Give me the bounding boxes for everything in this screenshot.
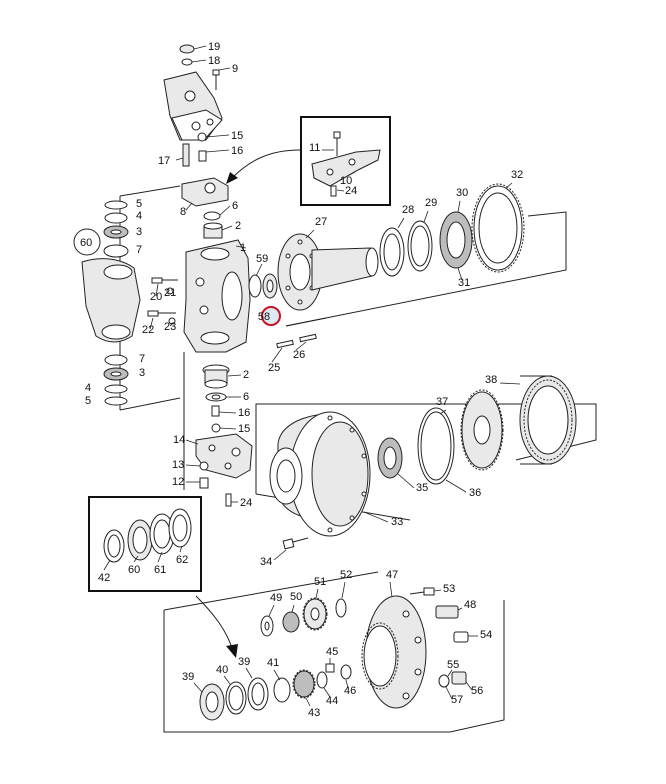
callout-label-7a: 7 bbox=[136, 244, 142, 256]
callout-label-32: 32 bbox=[511, 169, 523, 181]
callout-label-30: 30 bbox=[456, 187, 468, 199]
spindle-assembly bbox=[277, 182, 567, 327]
callout-label-6a: 6 bbox=[232, 200, 238, 212]
callout-label-47: 47 bbox=[386, 569, 398, 581]
callout-label-18: 18 bbox=[208, 55, 220, 67]
callout-label-53: 53 bbox=[443, 583, 455, 595]
callout-label-34: 34 bbox=[260, 556, 272, 568]
callout-label-13: 13 bbox=[172, 459, 184, 471]
callout-label-11: 11 bbox=[309, 142, 320, 154]
inset-seal-box bbox=[88, 496, 202, 592]
callout-label-9: 9 bbox=[232, 63, 238, 75]
callout-label-60: 60 bbox=[80, 237, 92, 249]
callout-label-41: 41 bbox=[267, 657, 279, 669]
callout-label-24b: 24 bbox=[240, 497, 252, 509]
callout-label-35: 35 bbox=[416, 482, 428, 494]
callout-label-44: 44 bbox=[326, 695, 338, 707]
callout-label-39a: 39 bbox=[182, 671, 194, 683]
callout-label-45: 45 bbox=[326, 646, 338, 658]
callout-label-16a: 16 bbox=[231, 145, 243, 157]
callout-label-55: 55 bbox=[447, 659, 459, 671]
callout-label-48: 48 bbox=[464, 599, 476, 611]
callout-label-4a: 4 bbox=[136, 210, 142, 222]
callout-label-20: 20 bbox=[150, 291, 162, 303]
callout-label-33: 33 bbox=[391, 516, 403, 528]
callout-label-61: 61 bbox=[154, 564, 166, 576]
callout-label-19: 19 bbox=[208, 41, 220, 53]
inset-arrowhead bbox=[226, 172, 238, 184]
upper-bracket-assembly bbox=[163, 44, 233, 239]
callout-label-3a: 3 bbox=[136, 226, 142, 238]
callout-label-22: 22 bbox=[142, 324, 154, 336]
callout-label-60b: 60 bbox=[128, 564, 140, 576]
callout-label-31: 31 bbox=[458, 277, 470, 289]
callout-label-49: 49 bbox=[270, 592, 282, 604]
callout-label-6b: 6 bbox=[243, 391, 249, 403]
seals-58-59 bbox=[248, 263, 281, 326]
callout-label-59: 59 bbox=[256, 253, 268, 265]
callout-label-62: 62 bbox=[176, 554, 188, 566]
callout-label-15b: 15 bbox=[238, 423, 250, 435]
planetary-assembly bbox=[163, 571, 505, 733]
callout-label-46: 46 bbox=[344, 685, 356, 697]
lower-knuckle-parts bbox=[183, 352, 253, 507]
callout-label-29: 29 bbox=[425, 197, 437, 209]
callout-label-37: 37 bbox=[436, 396, 448, 408]
callout-label-16b: 16 bbox=[238, 407, 250, 419]
callout-label-7b: 7 bbox=[139, 353, 145, 365]
callout-label-5a: 5 bbox=[136, 198, 142, 210]
callout-label-26: 26 bbox=[293, 349, 305, 361]
axle-housing bbox=[73, 228, 141, 343]
lower-inset-arrowhead bbox=[226, 644, 238, 658]
callout-label-43: 43 bbox=[308, 707, 320, 719]
callout-label-10: 10 bbox=[340, 175, 352, 187]
callout-label-28: 28 bbox=[402, 204, 414, 216]
callout-58-highlight bbox=[261, 306, 281, 326]
callout-label-12: 12 bbox=[172, 476, 184, 488]
callout-label-24a: 24 bbox=[345, 185, 357, 197]
callout-label-14: 14 bbox=[173, 434, 185, 446]
callout-label-51: 51 bbox=[314, 576, 326, 588]
callout-label-5b: 5 bbox=[85, 395, 91, 407]
callout-label-56: 56 bbox=[471, 685, 483, 697]
callout-label-23: 23 bbox=[164, 321, 176, 333]
inset-arrow bbox=[231, 149, 301, 179]
callout-label-25: 25 bbox=[268, 362, 280, 374]
callout-label-2b: 2 bbox=[243, 369, 249, 381]
callout-label-57: 57 bbox=[451, 694, 463, 706]
steering-knuckle bbox=[147, 239, 251, 353]
callout-label-58: 58 bbox=[258, 311, 270, 323]
left-bearing-stack bbox=[103, 185, 181, 411]
callout-label-36: 36 bbox=[469, 487, 481, 499]
callout-label-8: 8 bbox=[180, 206, 186, 218]
callout-label-2a: 2 bbox=[235, 220, 241, 232]
callout-label-50: 50 bbox=[290, 591, 302, 603]
callout-label-1: 1 bbox=[240, 242, 246, 254]
lower-inset-arrow bbox=[195, 595, 233, 649]
callout-label-27: 27 bbox=[315, 216, 327, 228]
callout-label-42: 42 bbox=[98, 572, 110, 584]
callout-label-52: 52 bbox=[340, 569, 352, 581]
callout-label-54: 54 bbox=[480, 629, 492, 641]
callout-label-3b: 3 bbox=[139, 367, 145, 379]
callout-label-39b: 39 bbox=[238, 656, 250, 668]
callout-label-17: 17 bbox=[158, 155, 170, 167]
callout-label-15a: 15 bbox=[231, 130, 243, 142]
hub-assembly bbox=[255, 375, 597, 561]
callout-label-4b: 4 bbox=[85, 382, 91, 394]
callout-label-21: 21 bbox=[164, 287, 176, 299]
callout-label-40: 40 bbox=[216, 664, 228, 676]
inset-bracket-box bbox=[300, 116, 391, 206]
callout-label-38: 38 bbox=[485, 374, 497, 386]
